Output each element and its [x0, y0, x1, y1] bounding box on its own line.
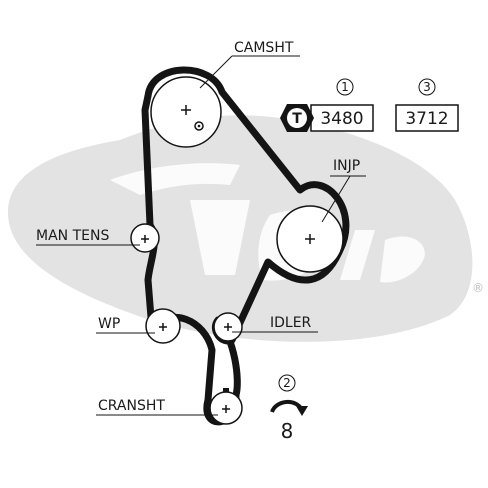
idler-pulley: IDLER	[213, 312, 318, 342]
camshaft-leader-line	[199, 55, 233, 89]
camshaft-timing-mark	[194, 121, 204, 131]
crankshaft-timing-mark	[223, 388, 229, 392]
injection-pump-leader-line	[321, 175, 351, 223]
brand-watermark: ®	[7, 115, 484, 342]
step-one-number: 1	[341, 80, 349, 94]
step-two-number: 2	[283, 376, 291, 390]
injection-pump-label: INJP	[333, 158, 360, 174]
water-pump-pulley: WP	[96, 308, 181, 344]
step-one-circle	[336, 78, 354, 96]
step-three-number: 3	[423, 80, 431, 94]
tool-b-number: 3712	[405, 109, 448, 129]
man-tensioner-pulley: MAN TENS	[36, 223, 160, 253]
step-one-group: 1 T 3480	[280, 78, 374, 132]
water-pump-label: WP	[98, 316, 120, 332]
camshaft-center-mark	[181, 105, 191, 115]
injection-pump-pulley: INJP	[276, 158, 366, 273]
step-three-circle	[418, 78, 436, 96]
crankshaft-label: CRANSHT	[98, 398, 165, 414]
camshaft-label: CAMSHT	[234, 40, 294, 56]
injection-pump-center-mark	[305, 234, 315, 244]
registered-mark: ®	[472, 281, 484, 295]
camshaft-pulley: CAMSHT	[150, 40, 300, 148]
watermark-lettering	[110, 163, 425, 283]
step-two-group: 2 8	[270, 374, 308, 443]
idler-label: IDLER	[270, 315, 312, 331]
tool-badge-letter: T	[292, 111, 302, 127]
step-three-group: 3 3712	[395, 78, 459, 132]
tool-b-box	[395, 104, 459, 132]
tool-a-number: 3480	[320, 109, 363, 129]
crankshaft-pulley: CRANSHT	[96, 388, 243, 425]
step-two-circle	[278, 374, 296, 392]
rotation-count: 8	[281, 419, 294, 443]
man-tensioner-label: MAN TENS	[36, 228, 109, 244]
